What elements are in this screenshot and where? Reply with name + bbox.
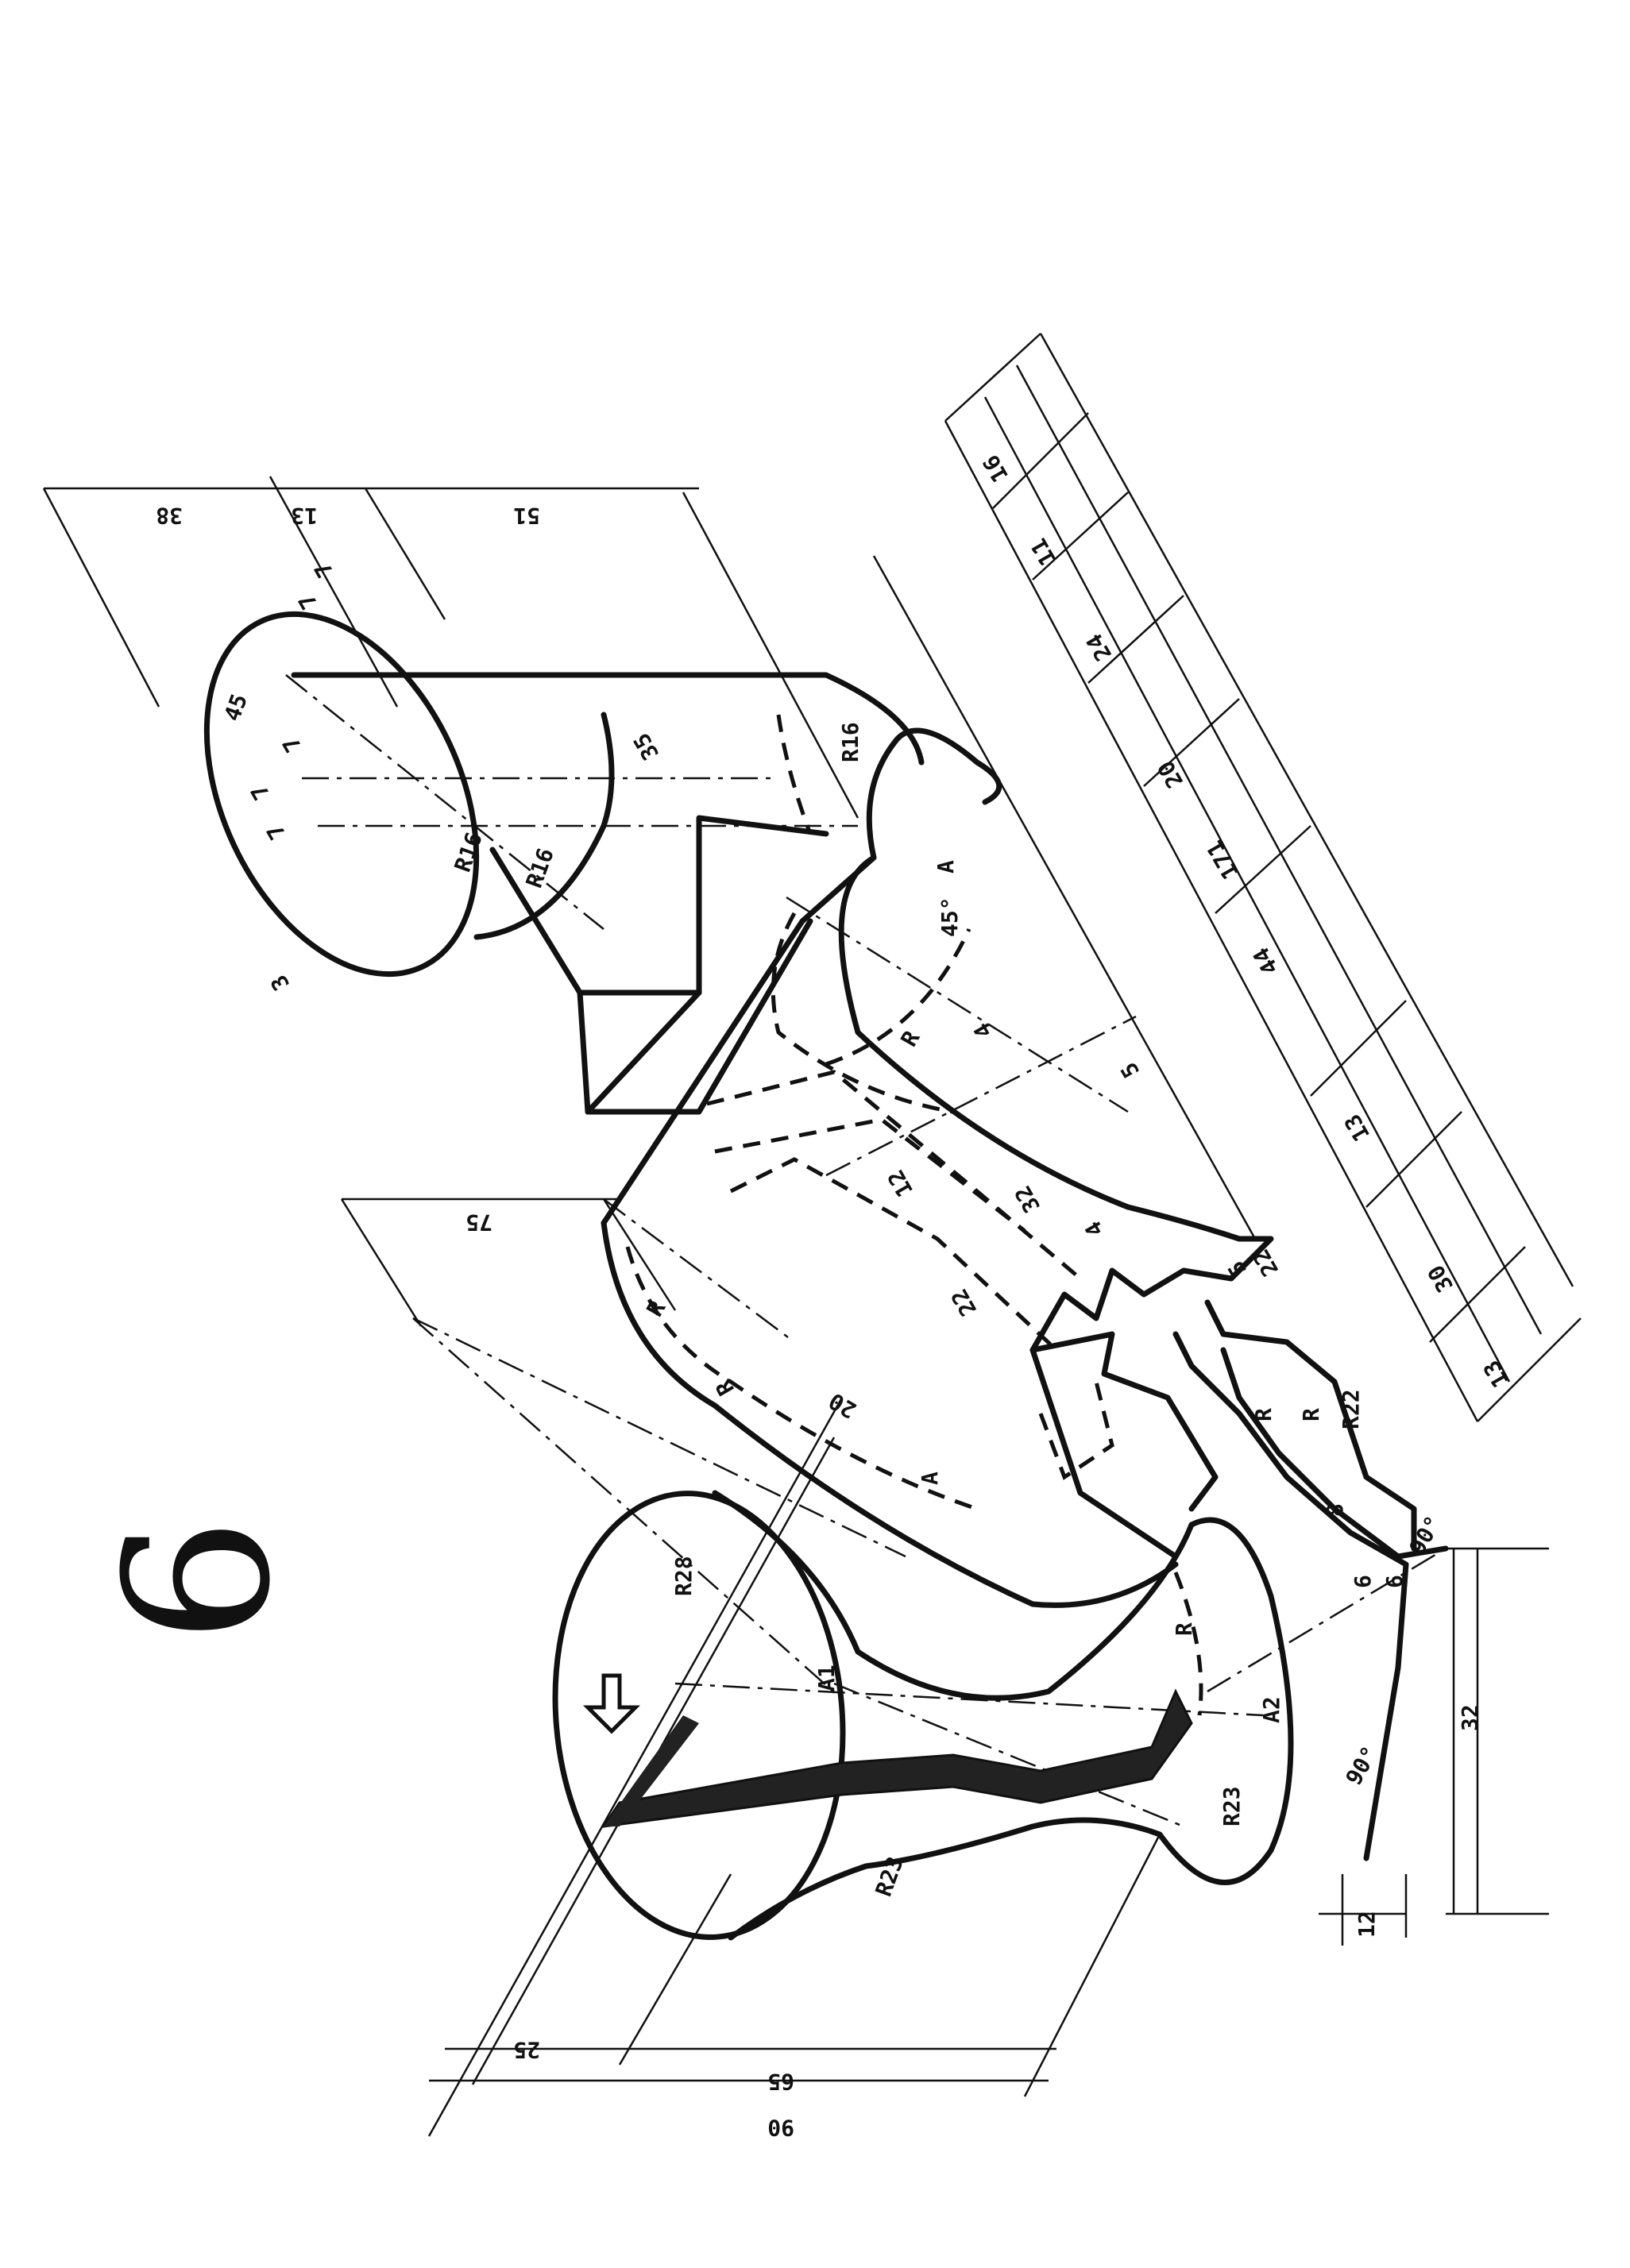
dim-7e: 7 (261, 820, 291, 844)
label-r-c: R (895, 1026, 925, 1051)
dim-11: 11 (1026, 534, 1061, 570)
dim-12: 12 (1354, 1911, 1380, 1938)
label-a2: A2 (1258, 1696, 1284, 1723)
label-r-d: R (1171, 1622, 1197, 1636)
dimension-texts: 90 65 25 12 32 6 6 90° 90° 13 30 13 44 2… (156, 450, 1514, 2141)
object-outlines (203, 611, 1449, 1941)
view-direction-arrow-icon (582, 1673, 641, 1734)
label-r16-b: R16 (450, 829, 488, 876)
dim-5a: 5 (1115, 1058, 1145, 1082)
dim-4b: 4 (968, 1018, 998, 1043)
dim-25: 25 (513, 2037, 540, 2063)
label-r28: R28 (670, 1556, 697, 1596)
label-r-f: R (1298, 1408, 1324, 1421)
dim-45: 45 (219, 690, 253, 724)
dim-13c: 13 (291, 503, 318, 529)
dim-32b: 32 (1010, 1181, 1045, 1217)
center-lines (285, 674, 1447, 1828)
label-r22: R22 (1338, 1389, 1364, 1429)
dim-4a: 4 (1080, 1217, 1109, 1241)
plate-number: 6 (83, 1517, 314, 1644)
dim-22a: 22 (946, 1284, 982, 1321)
dim-35: 35 (628, 728, 664, 765)
label-a-b: A (933, 860, 959, 874)
hidden-edges (625, 714, 1203, 1716)
label-r-e: R (1250, 1408, 1277, 1421)
label-a1: A1 (813, 1664, 840, 1691)
label-r16-a: R16 (837, 722, 863, 762)
label-r23-a: R23 (871, 1853, 909, 1900)
dim-7c: 7 (277, 732, 307, 757)
dim-8: 8 (1322, 1503, 1348, 1517)
dim-38: 38 (156, 503, 183, 529)
dim-12b: 12 (883, 1165, 918, 1202)
dim-6a: 6 (1350, 1575, 1376, 1588)
label-a-a: A (917, 1472, 943, 1485)
dim-13a: 13 (1478, 1356, 1514, 1392)
dim-16: 16 (978, 450, 1014, 487)
dim-30: 30 (1423, 1260, 1458, 1297)
dim-65: 65 (767, 2069, 794, 2095)
hatched-section (601, 1688, 1193, 1828)
dim-3: 3 (265, 970, 295, 995)
dim-32: 32 (1457, 1704, 1483, 1731)
dim-90: 90 (767, 2115, 794, 2141)
label-r-a: R (641, 1296, 670, 1321)
dim-7d: 7 (245, 780, 275, 804)
dim-6b: 6 (1381, 1575, 1408, 1588)
dim-22b: 22 (1248, 1244, 1284, 1281)
label-r23-b: R23 (1219, 1786, 1245, 1826)
dim-51: 51 (513, 503, 540, 529)
dim-20a: 20 (1153, 756, 1188, 793)
dim-45deg: 45° (937, 897, 963, 937)
dim-7a: 7 (293, 589, 323, 614)
dim-171: 171 (1201, 836, 1244, 884)
dim-13b: 13 (1339, 1109, 1375, 1146)
label-r16-c: R16 (521, 845, 559, 892)
dim-75: 75 (465, 1209, 492, 1236)
dim-7b: 7 (309, 557, 338, 582)
dimension-lines (42, 333, 1582, 2137)
radius-labels: R28 R23 R23 R16 R16 R16 R22 R R R R R R … (450, 722, 1364, 1900)
label-r-b: R (710, 1375, 740, 1400)
